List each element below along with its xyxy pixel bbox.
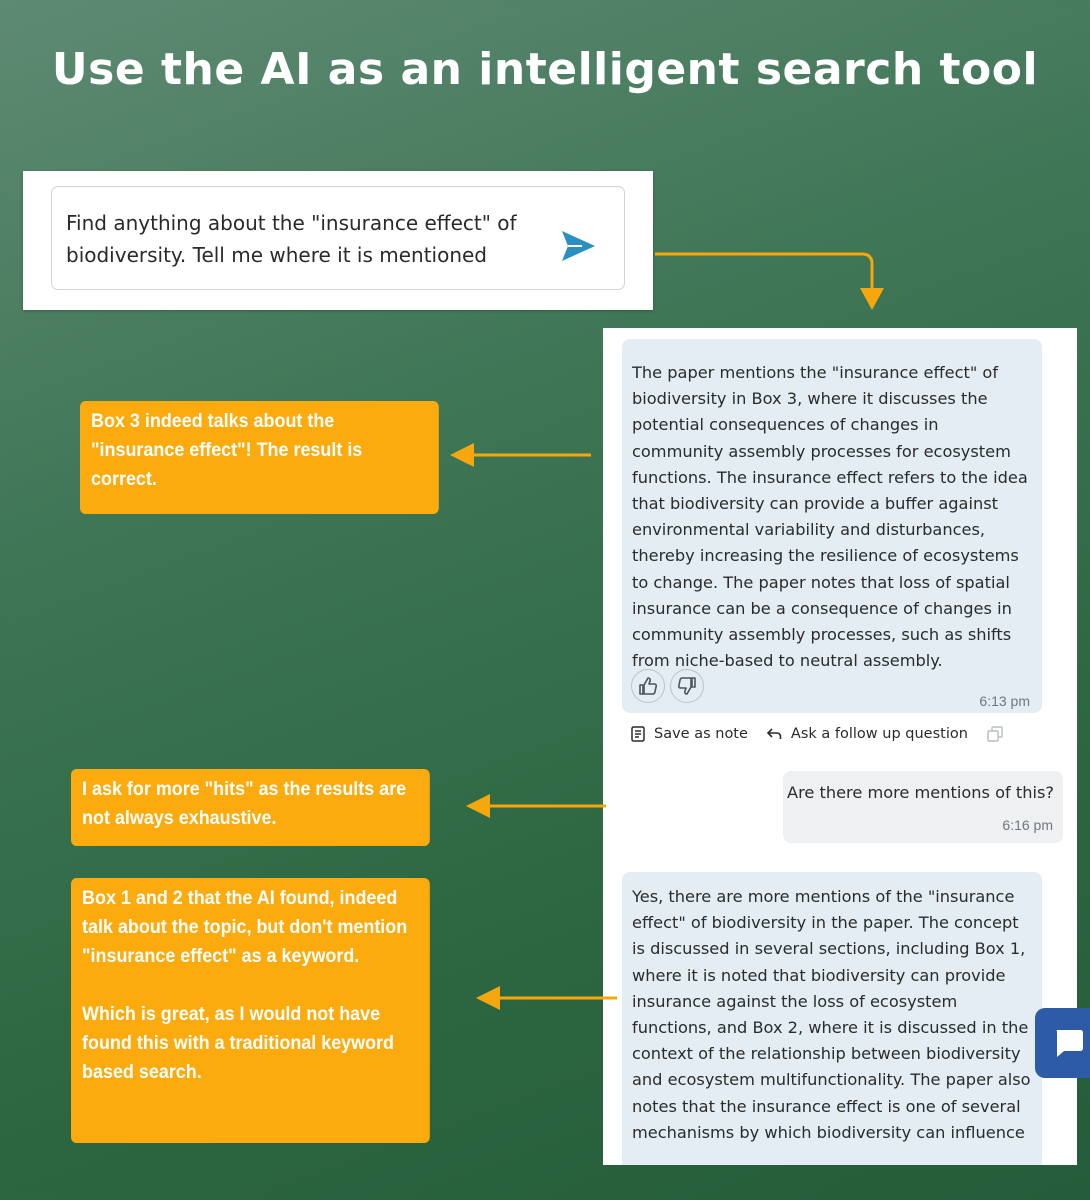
paper-plane-send-icon: [562, 231, 595, 261]
user-message: Are there more mentions of this? 6:16 pm: [783, 771, 1063, 843]
prompt-text[interactable]: Find anything about the "insurance effec…: [66, 211, 517, 267]
page-title: Use the AI as an intelligent search tool: [51, 44, 1039, 95]
annotation-note-3: Box 1 and 2 that the AI found, indeed ta…: [71, 878, 430, 1143]
chat-bubble-icon: [1056, 1030, 1083, 1057]
copy-icon[interactable]: [987, 726, 1003, 742]
arrow-prompt-to-answer-head: [860, 288, 884, 310]
annotation-note-3-text-2: Which is great, as I would not have foun…: [82, 1003, 395, 1083]
ai-message-1-text: The paper mentions the "insurance effect…: [632, 363, 1028, 671]
ai-message-2: Yes, there are more mentions of the "ins…: [622, 872, 1042, 1165]
message-2-timestamp: 6:16 pm: [1002, 817, 1053, 833]
prompt-input[interactable]: Find anything about the "insurance effec…: [51, 186, 625, 290]
arrow-note-1-head: [450, 443, 474, 467]
thumbs-down-icon: [677, 677, 696, 695]
thumbs-up-button[interactable]: [631, 669, 665, 703]
thumbs-down-button[interactable]: [670, 669, 704, 703]
chat-panel: The paper mentions the "insurance effect…: [603, 328, 1077, 1165]
save-as-note-label: Save as note: [654, 726, 748, 742]
thumbs-up-icon: [639, 677, 658, 695]
chat-widget-button[interactable]: [1035, 1008, 1090, 1078]
annotation-note-1-text: Box 3 indeed talks about the "insurance …: [91, 410, 363, 490]
message-1-timestamp: 6:13 pm: [979, 693, 1030, 709]
follow-up-label: Ask a follow up question: [790, 726, 968, 742]
prompt-panel: Find anything about the "insurance effec…: [23, 171, 653, 310]
follow-up-button[interactable]: Ask a follow up question: [766, 726, 968, 742]
annotation-note-2-text: I ask for more "hits" as the results are…: [82, 778, 407, 829]
ai-message-1: The paper mentions the "insurance effect…: [622, 339, 1042, 713]
arrow-note-3-head: [476, 986, 500, 1010]
note-icon: [631, 726, 645, 742]
reaction-buttons: [631, 669, 704, 703]
annotation-note-3-text-1: Box 1 and 2 that the AI found, indeed ta…: [82, 887, 408, 967]
annotation-note-1: Box 3 indeed talks about the "insurance …: [80, 401, 439, 514]
message-actions: Save as note Ask a follow up question: [631, 726, 1003, 742]
arrow-note-2-head: [466, 794, 490, 818]
send-button[interactable]: [560, 229, 598, 263]
save-as-note-button[interactable]: Save as note: [631, 726, 748, 742]
reply-arrow-icon: [766, 728, 782, 739]
ai-message-2-text: Yes, there are more mentions of the "ins…: [632, 887, 1031, 1142]
user-message-text: Are there more mentions of this?: [787, 783, 1054, 802]
annotation-note-2: I ask for more "hits" as the results are…: [71, 769, 430, 846]
arrow-prompt-to-answer: [655, 252, 874, 292]
